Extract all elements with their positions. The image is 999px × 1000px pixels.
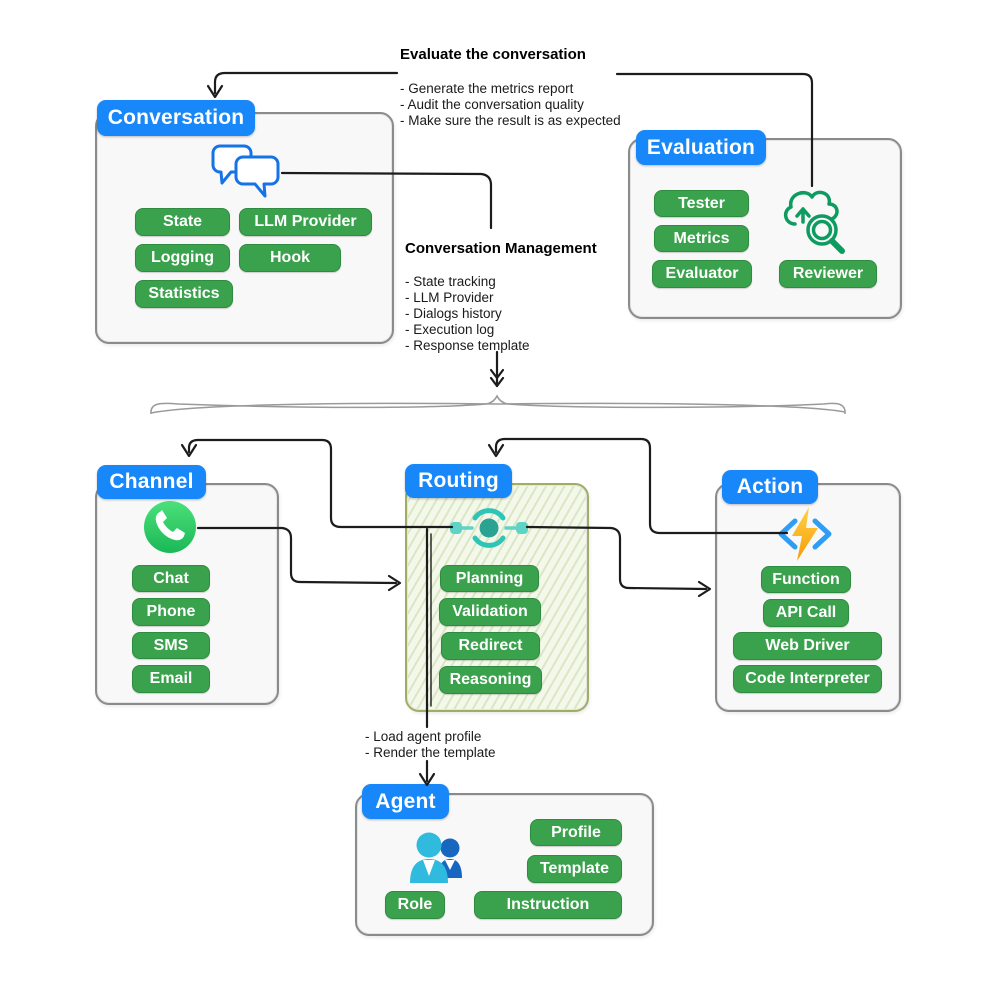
cloud-search-icon [783, 190, 845, 254]
pill-evaluator: Evaluator [652, 260, 752, 288]
pill-reviewer: Reviewer [779, 260, 877, 288]
conv-mgmt-line: - Execution log [405, 322, 495, 337]
evaluate-note-line: - Make sure the result is as expected [400, 113, 621, 128]
distribution-brace [150, 394, 846, 415]
routing-title: Routing [405, 464, 512, 498]
agent-note-line: - Render the template [365, 745, 496, 760]
pill-email: Email [132, 665, 210, 693]
pill-phone: Phone [132, 598, 210, 626]
pill-function: Function [761, 566, 851, 593]
evaluation-title: Evaluation [636, 130, 766, 165]
agent-title: Agent [362, 784, 449, 819]
evaluate-note-line: - Generate the metrics report [400, 81, 574, 96]
evaluate-note-line: - Audit the conversation quality [400, 97, 584, 112]
router-node-icon [450, 508, 528, 548]
pill-hook: Hook [239, 244, 341, 272]
pill-profile: Profile [530, 819, 622, 846]
whatsapp-icon [144, 501, 196, 553]
evaluate-note-title: Evaluate the conversation [400, 46, 586, 63]
conv-mgmt-line: - Dialogs history [405, 306, 502, 321]
pill-statistics: Statistics [135, 280, 233, 308]
conversation-management-note: Conversation Management - State tracking… [405, 240, 635, 354]
pill-web-driver: Web Driver [733, 632, 882, 660]
pill-state: State [135, 208, 230, 236]
pill-planning: Planning [440, 565, 539, 592]
conv-mgmt-line: - Response template [405, 338, 530, 353]
pill-logging: Logging [135, 244, 230, 272]
evaluate-note: Evaluate the conversation - Generate the… [400, 46, 660, 129]
pill-redirect: Redirect [441, 632, 540, 660]
pill-metrics: Metrics [654, 225, 749, 252]
pill-validation: Validation [439, 598, 541, 626]
pill-chat: Chat [132, 565, 210, 592]
pill-llm-provider: LLM Provider [239, 208, 372, 236]
pill-api-call: API Call [763, 599, 849, 627]
pill-tester: Tester [654, 190, 749, 217]
pill-role: Role [385, 891, 445, 919]
conv-mgmt-line: - LLM Provider [405, 290, 494, 305]
conversation-title: Conversation [97, 100, 255, 136]
pill-code-interpreter: Code Interpreter [733, 665, 882, 693]
people-icon [410, 832, 462, 883]
function-lightning-icon [778, 507, 832, 561]
conv-mgmt-line: - State tracking [405, 274, 496, 289]
link-note-to-brace [489, 350, 505, 388]
pill-sms: SMS [132, 632, 210, 659]
agent-note: - Load agent profile - Render the templa… [365, 729, 545, 761]
conversation-management-title: Conversation Management [405, 240, 597, 257]
chat-bubbles-icon [211, 144, 280, 198]
channel-title: Channel [97, 465, 206, 499]
pill-template: Template [527, 855, 622, 883]
agent-note-line: - Load agent profile [365, 729, 482, 744]
action-title: Action [722, 470, 818, 504]
pill-instruction: Instruction [474, 891, 622, 919]
pill-reasoning: Reasoning [439, 666, 542, 694]
